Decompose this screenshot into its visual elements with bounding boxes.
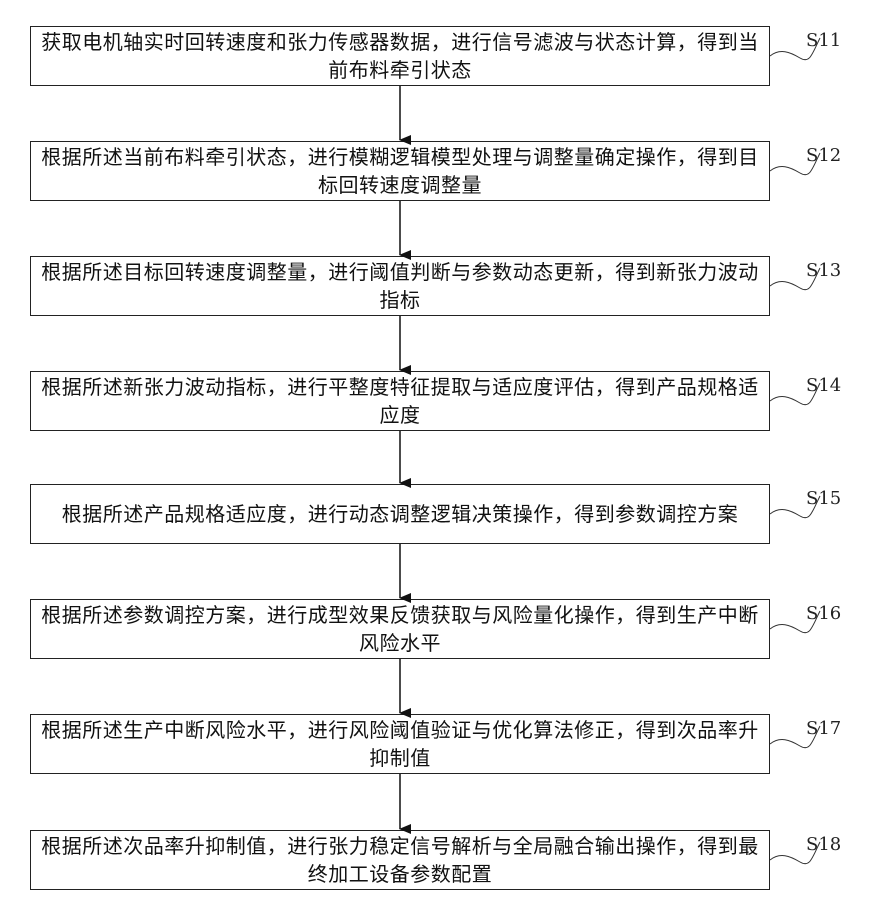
label-leader-line (769, 495, 821, 519)
step-box-s15: 根据所述产品规格适应度，进行动态调整逻辑决策操作，得到参数调控方案 (30, 484, 770, 544)
step-label-s14: S14 (806, 375, 842, 396)
step-text: 根据所述新张力波动指标，进行平整度特征提取与适应度评估，得到产品规格适应度 (41, 375, 759, 427)
step-box-s17: 根据所述生产中断风险水平，进行风险阈值验证与优化算法修正，得到次品率升抑制值 (30, 714, 770, 774)
step-box-s16: 根据所述参数调控方案，进行成型效果反馈获取与风险量化操作，得到生产中断风险水平 (30, 599, 770, 659)
step-label-s15: S15 (806, 488, 842, 509)
step-label-s12: S12 (806, 145, 842, 166)
step-text: 根据所述目标回转速度调整量，进行阈值判断与参数动态更新，得到新张力波动指标 (41, 260, 759, 312)
label-leader-line (769, 37, 821, 61)
step-text: 根据所述参数调控方案，进行成型效果反馈获取与风险量化操作，得到生产中断风险水平 (41, 603, 759, 655)
label-leader-line (769, 382, 821, 406)
label-leader-line (769, 267, 821, 291)
label-leader-line (769, 841, 821, 865)
step-text: 根据所述当前布料牵引状态，进行模糊逻辑模型处理与调整量确定操作，得到目标回转速度… (41, 145, 759, 197)
step-label-s13: S13 (806, 260, 842, 281)
step-box-s11: 获取电机轴实时回转速度和张力传感器数据，进行信号滤波与状态计算，得到当前布料牵引… (30, 26, 770, 86)
label-leader-line (769, 152, 821, 176)
step-label-s18: S18 (806, 834, 842, 855)
step-label-s11: S11 (806, 30, 842, 51)
step-box-s14: 根据所述新张力波动指标，进行平整度特征提取与适应度评估，得到产品规格适应度 (30, 371, 770, 431)
step-text: 根据所述生产中断风险水平，进行风险阈值验证与优化算法修正，得到次品率升抑制值 (41, 718, 759, 770)
step-label-s16: S16 (806, 603, 842, 624)
step-text: 根据所述产品规格适应度，进行动态调整逻辑决策操作，得到参数调控方案 (61, 502, 739, 526)
label-leader-line (769, 725, 821, 749)
label-leader-line (769, 610, 821, 634)
step-box-s13: 根据所述目标回转速度调整量，进行阈值判断与参数动态更新，得到新张力波动指标 (30, 256, 770, 316)
step-text: 根据所述次品率升抑制值，进行张力稳定信号解析与全局融合输出操作，得到最终加工设备… (41, 834, 759, 886)
step-label-s17: S17 (806, 718, 842, 739)
step-text: 获取电机轴实时回转速度和张力传感器数据，进行信号滤波与状态计算，得到当前布料牵引… (41, 30, 759, 82)
